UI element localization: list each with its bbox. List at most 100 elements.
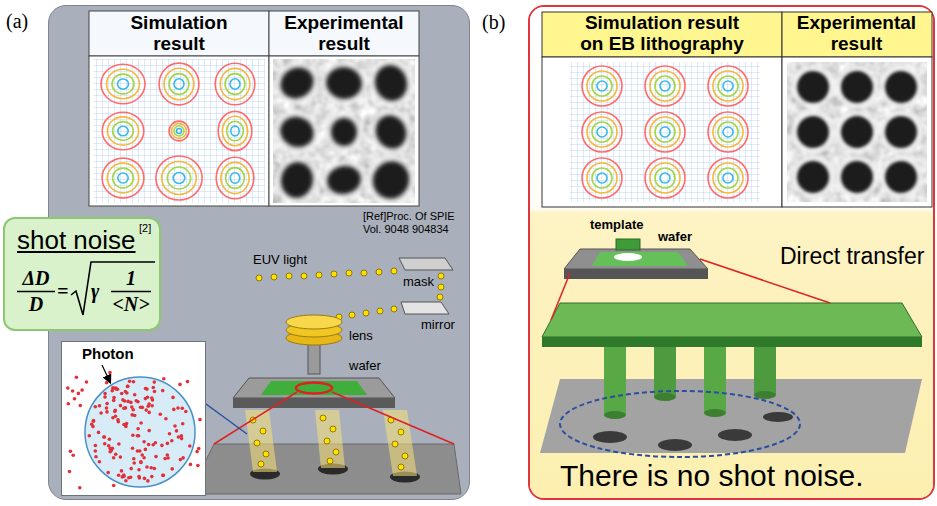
resist-hole bbox=[880, 111, 923, 154]
contour-ring bbox=[173, 173, 185, 184]
photon-dot bbox=[176, 406, 180, 410]
contour-ring bbox=[718, 76, 738, 96]
photon-dot bbox=[175, 429, 179, 433]
resist-hole bbox=[839, 69, 875, 105]
contour-ring bbox=[713, 163, 743, 193]
euv-photons bbox=[256, 268, 444, 320]
euv-photons-part bbox=[349, 312, 355, 318]
result-table-part bbox=[782, 12, 932, 57]
photon-dot bbox=[120, 469, 124, 473]
euv-photons-part bbox=[438, 273, 444, 279]
photon-dot bbox=[189, 463, 193, 467]
simulation-contours bbox=[582, 66, 748, 198]
photon-dot bbox=[170, 439, 174, 443]
light-beams-part bbox=[245, 410, 277, 472]
euv-photons-part bbox=[316, 272, 322, 278]
resist-hole bbox=[331, 118, 358, 147]
contour-ring bbox=[587, 163, 617, 193]
photon-dot bbox=[145, 465, 149, 469]
contour-ring bbox=[172, 124, 187, 139]
transferred-holes bbox=[593, 412, 793, 451]
mirror-plate bbox=[401, 302, 449, 314]
panel-a: (a) shot noise[2]ΔDD=γ1<N> PhotonSimulat… bbox=[48, 5, 470, 500]
photon-dot bbox=[124, 406, 128, 410]
light-beams-part bbox=[383, 410, 417, 476]
hole-halo bbox=[835, 65, 879, 109]
photon-inset: Photon bbox=[61, 341, 206, 496]
projection-lens-part bbox=[286, 315, 342, 329]
photon-dot bbox=[129, 401, 133, 405]
photon-dot bbox=[161, 473, 165, 477]
resist-hole bbox=[840, 115, 873, 148]
photon-dot bbox=[166, 456, 170, 460]
part-label: wafer bbox=[349, 358, 381, 373]
photon-dot bbox=[112, 484, 116, 488]
contour-ring bbox=[713, 71, 743, 101]
contour-ring bbox=[708, 112, 748, 152]
hole-halo bbox=[835, 155, 879, 199]
result-table bbox=[89, 11, 419, 206]
photon-dot bbox=[166, 442, 170, 446]
inset-pointer bbox=[206, 404, 247, 434]
table-header: Simulation result bbox=[114, 12, 244, 55]
contour-ring bbox=[713, 117, 743, 147]
resist-hole bbox=[278, 159, 317, 201]
photon-dot bbox=[105, 402, 109, 406]
contour-ring bbox=[101, 64, 145, 104]
hole-halo bbox=[791, 155, 835, 199]
photon-dot bbox=[120, 392, 124, 396]
photon-dot bbox=[188, 444, 192, 448]
result-table-part bbox=[542, 12, 782, 57]
contour-ring bbox=[592, 168, 612, 188]
photon-dot bbox=[144, 397, 148, 401]
photon-dot bbox=[132, 408, 136, 412]
photon-dot bbox=[130, 413, 134, 417]
euv-photons-part bbox=[301, 273, 307, 279]
photon-dot bbox=[79, 404, 83, 408]
focus-ellipse bbox=[560, 391, 800, 457]
contour-ring bbox=[655, 122, 675, 142]
contour-ring bbox=[718, 168, 738, 188]
photon-dot bbox=[98, 460, 102, 464]
node-title: (b) bbox=[482, 11, 505, 34]
contour-ring bbox=[159, 63, 199, 105]
imprint-stage-part bbox=[592, 252, 688, 266]
beam-photons-part bbox=[324, 438, 330, 444]
photon-dot bbox=[141, 406, 145, 410]
resist-hole bbox=[792, 111, 833, 152]
photon-dot bbox=[127, 476, 131, 480]
photon-dot bbox=[136, 427, 140, 431]
resist-hole bbox=[366, 155, 415, 203]
photon-dot bbox=[195, 450, 199, 454]
contour-ring bbox=[162, 162, 197, 195]
photon-dot bbox=[133, 393, 137, 397]
photon-dot bbox=[196, 464, 200, 468]
conclusion-note: There is no shot noise. bbox=[560, 459, 864, 493]
photon-dot bbox=[172, 408, 176, 412]
photon-dot bbox=[135, 399, 139, 403]
photon-dot bbox=[129, 467, 133, 471]
contour-ring bbox=[174, 79, 184, 89]
photon-dot bbox=[132, 461, 136, 465]
photon-dot bbox=[136, 449, 140, 453]
formula-box: shot noise[2]ΔDD=γ1<N> bbox=[3, 217, 161, 331]
photon-dot bbox=[146, 405, 150, 409]
contour-ring bbox=[723, 173, 733, 183]
contour-ring bbox=[592, 76, 612, 96]
hole-halo bbox=[274, 111, 320, 153]
contour-ring bbox=[118, 173, 128, 183]
panel-ground bbox=[530, 7, 933, 498]
template-slab-part bbox=[542, 337, 922, 347]
photon-dot bbox=[186, 380, 190, 384]
photon-dot bbox=[198, 418, 202, 422]
photon-dot bbox=[131, 434, 135, 438]
photon-dot bbox=[75, 376, 79, 380]
hole-halo bbox=[369, 59, 413, 107]
photon-dot bbox=[124, 479, 128, 483]
photon-dot bbox=[73, 397, 77, 401]
formula-lines-part-part bbox=[71, 262, 155, 315]
photon-dot bbox=[138, 476, 142, 480]
photon-dot bbox=[66, 386, 70, 390]
contour-ring bbox=[177, 129, 182, 134]
photon-dot bbox=[99, 411, 103, 415]
